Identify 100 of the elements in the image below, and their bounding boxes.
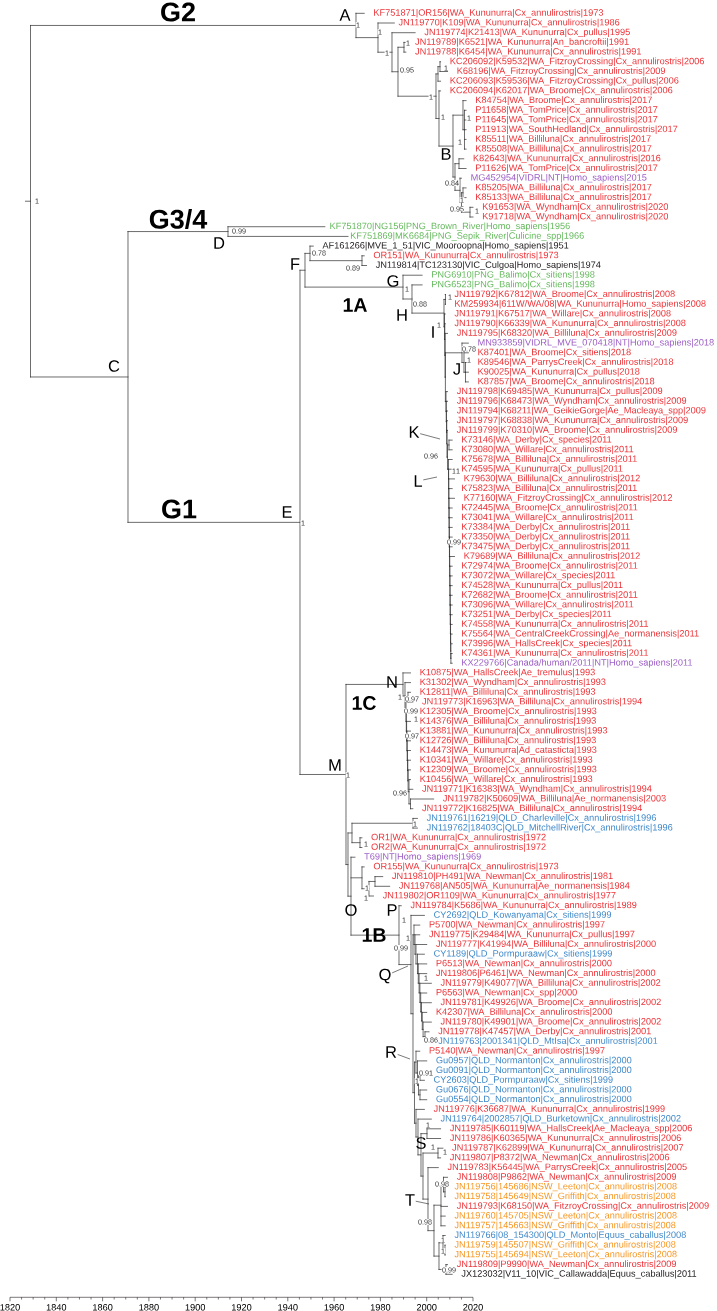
tip-label: K12309|WA_Broome|Cx_annulirostris|1993 <box>420 765 597 775</box>
tip-label: K12305|WA_Broome|Cx_annulirostris|1993 <box>420 707 597 716</box>
tip-label: K10456|WA_Willare|Cx_annulirostris|1993 <box>420 775 593 784</box>
tip-label: MN933859|VIDRL_MVE_070418|NT|Homo_sapiens|2018 <box>478 338 714 348</box>
axis-tick-label: 1960 <box>324 1304 344 1311</box>
tip-label: K68196|WA_FitzroyCrossing|Cx_annulirostris|2009 <box>457 67 666 76</box>
tip-label: JN119814|TC123130|VIC_Culgoa|Homo_sapiens|1974 <box>375 261 601 270</box>
tip-label: K72682|WA_Broome|Cx_annulirostris|2011 <box>462 591 638 600</box>
tip-label: K87401|WA_Broome|Cx_sitiens|2018 <box>478 348 631 358</box>
tip-label: K75823|WA_Billiluna|Cx_annulirostris|2011 <box>462 484 637 493</box>
clade-letter: O <box>345 904 357 916</box>
clade-label: 1B <box>362 928 386 942</box>
clade-letter: G <box>387 275 399 287</box>
tip-label: CY1189|QLD_Pormpuraaw|Cx_sitiens|1999 <box>434 949 612 959</box>
tip-label: K72974|WA_Broome|Cx_annulirostris|2011 <box>462 561 638 571</box>
tip-label: K75564|WA_CentralCreekCrossing|Ae_normanensis|2011 <box>462 629 699 639</box>
tip-label: OR1|WA_Kununurra|Cx_annulirostris|1972 <box>371 833 546 843</box>
clade-letter: F <box>291 258 300 270</box>
tip-label: JN119763|2001341|QLD_MtIsa|Cx_annulirostris|2001 <box>438 1037 658 1046</box>
axis-tick-label: 2020 <box>463 1304 483 1311</box>
tip-label: JN119766|08_154300|QLD_Monto|Equus_caballus|2008 <box>454 1231 686 1240</box>
leader-line <box>419 433 441 440</box>
tip-label: JN119757|145663|NSW_Griffith|Cx_annulirostris|2008 <box>454 1221 676 1231</box>
tip-label: JN119755|145694|NSW_Leeton|Cx_annulirostris|2008 <box>454 1250 677 1260</box>
axis-tick-label: 1880 <box>139 1304 159 1311</box>
tip-label: JN119779|K49077|WA_Billiluna|Cx_annulirostris|2002 <box>440 979 661 988</box>
tip-label: K77160|WA_FitzroyCrossing|Cx_annulirostris|2012 <box>464 494 672 503</box>
tip-label: KC206093|K59536|WA_FitzroyCrossing|Cx_pullus|2006 <box>450 76 679 86</box>
tip-label: K84754|WA_Broome|Cx_annulirostris|2017 <box>476 96 652 105</box>
tip-label: JN119791|K67517|WA_Willare|Cx_annulirostris|2008 <box>454 309 671 319</box>
tip-label: JN119761|16219|QLD_Charleville|Cx_annulirostris|1996 <box>426 814 656 823</box>
tip-label: KC206094|K62017|WA_Broome|Cx_annulirostris|2006 <box>450 86 673 96</box>
tip-label: JN119806|P6461|WA_Newman|Cx_annulirostris|2000 <box>436 969 656 978</box>
tip-label: JN119794|K68211|WA_GeikieGorge|Ae_Macleaya_spp|2009 <box>456 406 706 416</box>
tip-label: K10875|WA_HallsCreek|Ae_tremulus|1993 <box>420 668 595 678</box>
tip-label: K73251|WA_Derby|Cx_species|2011 <box>462 610 612 619</box>
tip-label: OR155|WA_Kununurra|Cx_annulirostris|1973 <box>373 862 559 872</box>
tip-label: JN119797|K68838|WA_Kununurra|Cx_annulirostris|2009 <box>456 416 688 425</box>
tip-label: K12726|WA_Billiluna|Cx_annulirostris|1993 <box>420 736 596 746</box>
tip-label: JN119793|K68150|WA_FitzroyCrossing|Cx_annulirostris|2009 <box>456 1202 709 1211</box>
tip-label: K73146|WA_Derby|Cx_species|2011 <box>462 435 612 445</box>
tip-label: JN119786|K60365|WA_Kununurra|Cx_annulirostris|2006 <box>449 1134 681 1143</box>
tip-label: JN119760|145705|NSW_Leeton|Cx_annulirostris|2008 <box>454 1211 677 1221</box>
tip-label: JN119764|2002857|QLD_Burketown|Cx_annulirostris|2002 <box>440 1114 681 1124</box>
tip-label: K10341|WA_Willare|Cx_annulirostris|1993 <box>420 755 593 765</box>
tip-label: AF161266|MVE_1_51|VIC_Mooroopna|Homo_sapiens|1951 <box>322 241 569 251</box>
clade-letter: K <box>409 426 420 438</box>
tip-label: K73041|WA_Willare|Cx_annulirostris|2011 <box>462 513 634 522</box>
clade-letter: J <box>453 363 460 375</box>
tip-label: K85205|WA_Billiluna|Cx_annulirostris|2017 <box>476 183 652 193</box>
tip-label: JN119775|K29484|WA_Kununurra|Cx_pullus|1997 <box>429 930 635 940</box>
clade-label: G3/4 <box>149 208 208 230</box>
tip-label: JN119787|K62899|WA_Kununurra|Cx_annulirostris|2007 <box>452 1143 684 1153</box>
clade-letter: Q <box>379 968 391 984</box>
clade-letter: H <box>397 309 407 321</box>
tip-label: K91718|WA_Wyndham|Cx_annulirostris|2020 <box>482 212 669 222</box>
tip-label: K31302|WA_Wyndham|Cx_annulirostris|1993 <box>420 678 606 687</box>
clade-letter: L <box>414 475 423 487</box>
tip-label: P6563|WA_Newman|Cx_spp|2000 <box>436 988 577 998</box>
tip-label: JN119810|PH491|WA_Newman|Cx_annulirostris|1981 <box>392 872 613 881</box>
tip-label: JN119782|K50609|WA_Billiluna|Ae_normanensis|2003 <box>443 794 666 804</box>
tip-label: JN119809|P9990|WA_Newman|Cx_annulirostris|2009 <box>456 1260 676 1269</box>
tip-label: K91653|WA_Wyndham|Cx_annulirostris|2020 <box>482 203 669 212</box>
clade-label: G1 <box>162 499 197 519</box>
tip-label: K89546|WA_ParrysCreek|Cx_annulirostris|2018 <box>478 358 674 367</box>
tip-label: K79630|WA_Billiluna|Cx_annulirostris|2012 <box>464 474 640 484</box>
tip-label: JN119799|K70310|WA_Broome|Cx_annulirostris|2009 <box>456 426 678 435</box>
tip-label: CY2603|QLD_Pormpuraaw|Cx_sitiens|1999 <box>434 1076 613 1085</box>
axis-tick-label: 1900 <box>185 1304 206 1311</box>
tip-label: K85511|WA_Billiluna|Cx_annulirostris|2017 <box>476 135 651 144</box>
tip-label: P11626|WA_TomPrice|Cx_annulirostris|2017 <box>476 164 658 173</box>
axis-tick-label: 1860 <box>93 1304 113 1311</box>
tip-label: JN119774|K21413|WA_Kununurra|Cx_pullus|1995 <box>424 28 630 37</box>
tip-label: JN119796|K68473|WA_Wyndham|Cx_annulirostris|2009 <box>456 397 687 406</box>
tip-label: KX229766|Canada/human/2011|NT|Homo_sapiens|2011 <box>462 658 693 668</box>
leader-line <box>422 476 438 481</box>
tip-label: K73996|WA_HallsCreek|Cx_species|2011 <box>462 639 632 649</box>
tip-label: JN119802|OR1109|WA_Kununurra|Cx_annulirostris|1977 <box>382 891 616 901</box>
leader-line <box>391 965 409 974</box>
tip-label: JN119758|145649|NSW_Griffith|Cx_annulirostris|2008 <box>454 1192 676 1201</box>
tip-label: K75678|WA_Billiluna|Cx_annulirostris|2011 <box>462 455 637 464</box>
tip-label: K85508|WA_Billiluna|Cx_annulirostris|2017 <box>476 144 652 154</box>
tip-label: K73080|WA_Willare|Cx_annulirostris|2011 <box>462 445 634 455</box>
tip-label: JN119778|K47457|WA_Derby|Cx_annulirostris|2001 <box>438 1027 651 1037</box>
tip-label: K72445|WA_Broome|Cx_annulirostris|2011 <box>462 503 638 513</box>
tip-label: K73384|WA_Derby|Cx_annulirostris|2011 <box>462 523 630 532</box>
tip-label: K90025|WA_Kununurra|Cx_pullus|2018 <box>478 367 640 377</box>
clade-letter: S <box>416 1137 426 1149</box>
clade-letter: R <box>386 1046 397 1058</box>
tip-label: K82643|WA_Kununurra|Cx_annulirostris|2016 <box>473 154 661 164</box>
clade-letter: B <box>441 148 451 160</box>
tip-label: K73096|WA_Willare|Cx_annulirostris|2011 <box>462 600 634 610</box>
tip-label: JN119798|K69485|WA_Kununurra|Cx_pullus|2009 <box>456 387 663 396</box>
tip-label: JN119781|K49926|WA_Broome|Cx_annulirostris|2002 <box>440 998 661 1007</box>
tip-label: Gu0676|QLD_Normanton|Cx_annulirostris|2000 <box>436 1085 632 1095</box>
clade-letter: D <box>214 237 225 249</box>
tip-label: K73072|WA_Willare|Cx_species|2011 <box>462 571 615 581</box>
tip-label: K14473|WA_Kununurra|Ad_catasticta|1993 <box>420 746 597 755</box>
clade-label: 1A <box>343 298 367 312</box>
clade-letter: M <box>329 759 341 771</box>
